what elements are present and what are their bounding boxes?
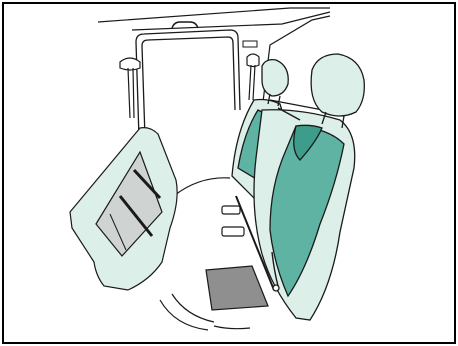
- illustration-frame: [0, 0, 458, 346]
- van-rear-seat-illustration: [0, 0, 458, 346]
